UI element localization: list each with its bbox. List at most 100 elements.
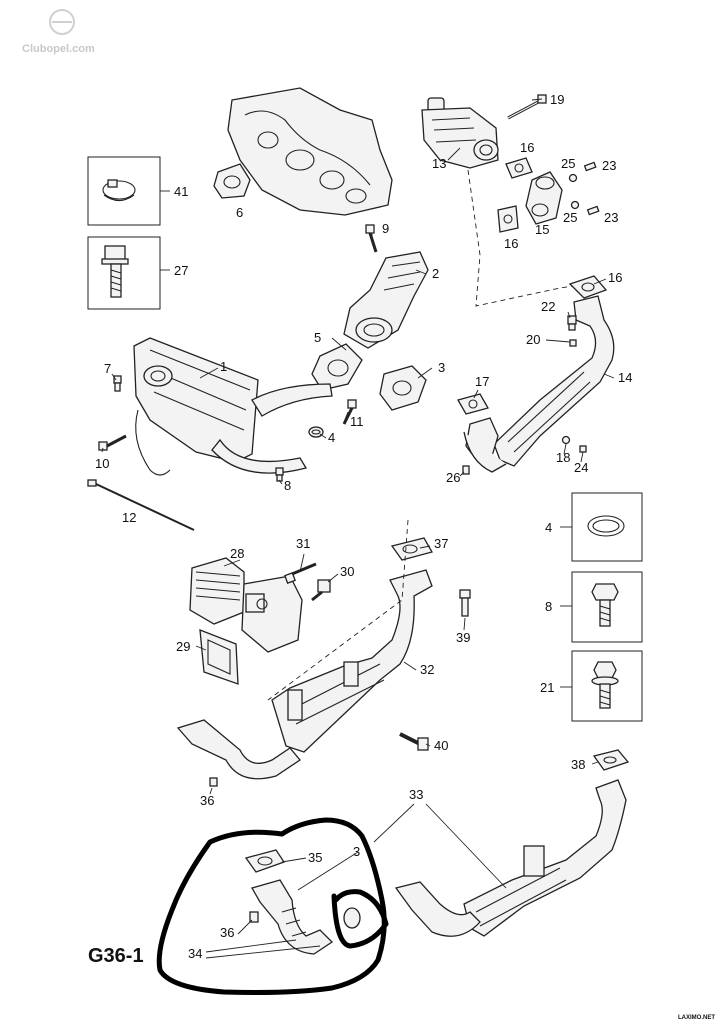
callout-19: 19 [550, 92, 564, 107]
legend-box-4: 4 [545, 492, 643, 562]
callout-11: 11 [350, 414, 364, 429]
bolt-31 [284, 562, 317, 584]
bolt-23a [583, 161, 597, 172]
callout-30: 30 [340, 564, 354, 579]
gasket-16b [497, 205, 519, 233]
legend-label-21: 21 [540, 680, 554, 695]
callout-16c: 16 [608, 270, 622, 285]
callout-16a: 16 [520, 140, 534, 155]
gasket-29 [199, 629, 239, 685]
gasket-16c [568, 275, 608, 299]
callout-2: 2 [432, 266, 439, 281]
callout-5: 5 [314, 330, 321, 345]
legend-label-8: 8 [545, 599, 552, 614]
bolt-9 [365, 224, 378, 253]
callout-14: 14 [618, 370, 632, 385]
leader-lines [101, 98, 615, 959]
bolt-40 [399, 732, 429, 751]
callout-12: 12 [122, 510, 136, 525]
bolt-10 [98, 434, 127, 451]
callout-34-partial: 3 [353, 844, 360, 859]
callout-3: 3 [438, 360, 445, 375]
callout-26: 26 [446, 470, 460, 485]
bolt-7 [113, 375, 122, 392]
callout-10: 10 [95, 456, 109, 471]
callout-34: 34 [188, 946, 202, 961]
washer-25a [568, 173, 578, 183]
callout-39: 39 [456, 630, 470, 645]
pipe-34 [251, 879, 334, 955]
intake-manifold [227, 87, 393, 216]
callout-8: 8 [284, 478, 291, 493]
callout-24: 24 [574, 460, 588, 475]
callout-35: 35 [308, 850, 322, 865]
bolt-23b [586, 205, 600, 216]
callout-33: 33 [409, 787, 423, 802]
seal-ring [343, 907, 361, 929]
gasket-6 [213, 163, 251, 199]
washer-25b [570, 200, 580, 210]
bolt-30 [311, 579, 331, 602]
watermark: Clubopel.com [22, 9, 95, 55]
callout-25b: 25 [563, 210, 577, 225]
egr-valve-13 [421, 97, 499, 169]
callout-1: 1 [220, 359, 227, 374]
callout-38: 38 [571, 757, 585, 772]
gasket-35 [244, 849, 286, 873]
callout-9: 9 [382, 221, 389, 236]
gasket-16a [505, 157, 533, 179]
callout-15: 15 [535, 222, 549, 237]
callout-22: 22 [541, 299, 555, 314]
bolt-36b [249, 911, 259, 923]
legend-box-8: 8 [545, 571, 643, 643]
legend-box-21: 21 [540, 650, 643, 722]
callout-36b: 36 [220, 925, 234, 940]
egr-cooler-14 [463, 295, 615, 473]
callout-37: 37 [434, 536, 448, 551]
hand-drawn-markup [156, 817, 389, 995]
callout-20: 20 [526, 332, 540, 347]
egr-valve-2 [343, 251, 429, 349]
egr-valve-28 [189, 557, 303, 653]
legend-label-27: 27 [174, 263, 188, 278]
bolt-36a [209, 777, 218, 787]
bolt-19 [507, 94, 547, 120]
callout-28: 28 [230, 546, 244, 561]
callout-29: 29 [176, 639, 190, 654]
callout-40: 40 [434, 738, 448, 753]
bolt-8 [275, 467, 284, 482]
egr-cooler-1 [133, 337, 333, 476]
callout-17: 17 [475, 374, 489, 389]
legend-label-41: 41 [174, 184, 188, 199]
callout-16b: 16 [504, 236, 518, 251]
callout-7: 7 [104, 361, 111, 376]
callout-4: 4 [328, 430, 335, 445]
gasket-5 [311, 343, 363, 391]
bolt-22 [567, 315, 577, 331]
gasket-37 [390, 537, 433, 561]
callout-18: 18 [556, 450, 570, 465]
footer-brand: LAXIMO.NET [678, 1015, 715, 1021]
callout-32: 32 [420, 662, 434, 677]
gasket-17 [457, 393, 489, 415]
bolt-26 [462, 465, 470, 475]
callout-13: 13 [432, 156, 446, 171]
callout-23a: 23 [602, 158, 616, 173]
gasket-38 [592, 749, 630, 771]
cable-tie-12 [87, 479, 195, 531]
nut-24 [579, 445, 587, 453]
gasket-3 [379, 365, 427, 411]
legend-label-4: 4 [545, 520, 552, 535]
callout-36a: 36 [200, 793, 214, 808]
seal-4 [308, 426, 324, 438]
egr-cooler-33 [394, 779, 627, 937]
bolt-11 [342, 399, 357, 425]
elbow-15 [525, 171, 563, 225]
legend-box-41: 41 [87, 156, 188, 226]
bolt-20 [545, 339, 577, 347]
callout-6: 6 [236, 205, 243, 220]
nut-18 [561, 435, 571, 445]
diagram-code: G36-1 [88, 945, 144, 967]
callout-31: 31 [296, 536, 310, 551]
